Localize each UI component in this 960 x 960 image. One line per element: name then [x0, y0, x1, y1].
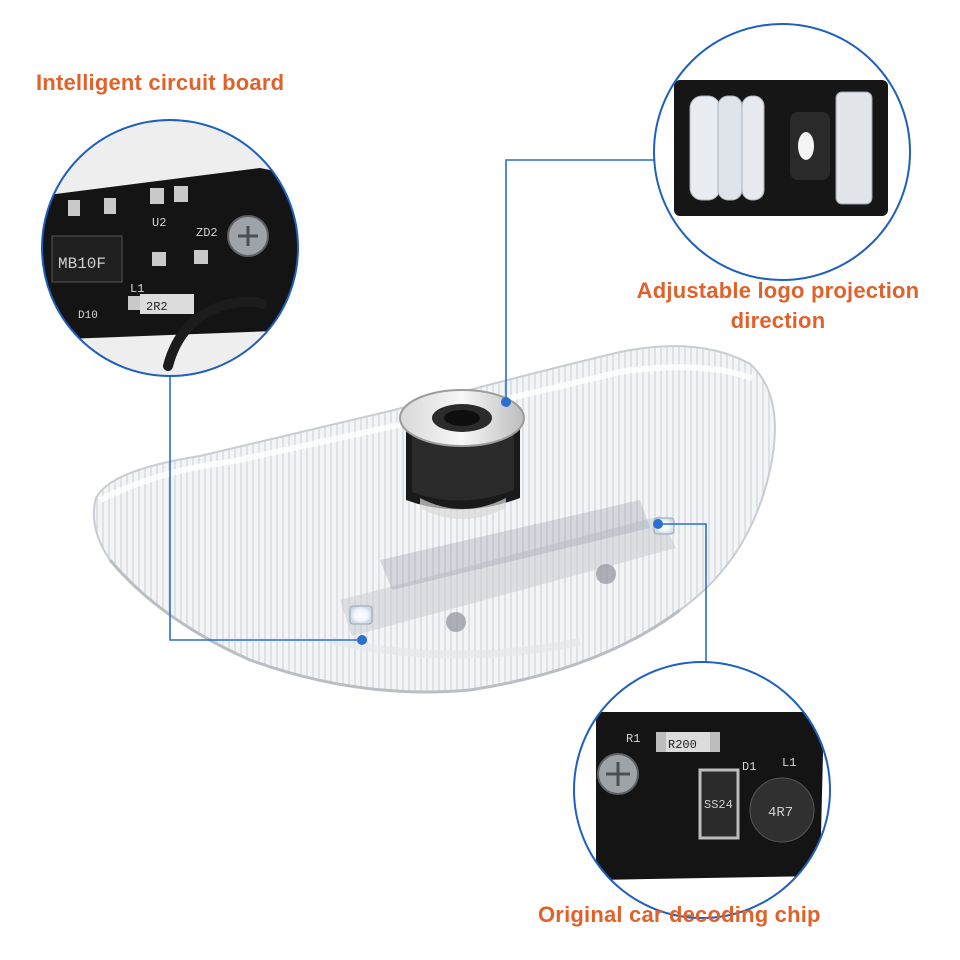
inset-lens-assembly: [653, 23, 911, 281]
marking-rectifier: MB10F: [58, 255, 106, 273]
marking-l1: L1: [130, 282, 144, 296]
marking-inductor-large: 4R7: [768, 805, 793, 821]
marking-d10: D10: [78, 310, 98, 322]
marking-u2: U2: [152, 216, 166, 230]
projector-housing: [92, 345, 776, 694]
internal-led-strip: [340, 500, 676, 636]
marking-l1b: L1: [782, 756, 796, 770]
marking-zd2: ZD2: [196, 226, 218, 240]
callout-projection: Adjustable logo projection direction: [636, 278, 920, 333]
inset-decoding-chip: R200 R1 SS24 D1 L1 4R7: [573, 661, 831, 919]
leader-lines: [169, 159, 707, 666]
marking-resistor: R200: [668, 738, 697, 752]
callout-decoding-chip: Original car decoding chip: [538, 902, 821, 927]
marking-d1: D1: [742, 760, 756, 774]
inset-circuit-board: MB10F 2R2 U2 ZD2 L1 D10: [41, 119, 299, 377]
callout-circuit-board: Intelligent circuit board: [36, 70, 285, 95]
marking-diode-chip: SS24: [704, 798, 733, 812]
marking-inductor-small: 2R2: [146, 300, 168, 314]
projection-lens: [399, 389, 525, 519]
leader-dots: [357, 397, 663, 645]
marking-r1: R1: [626, 732, 640, 746]
